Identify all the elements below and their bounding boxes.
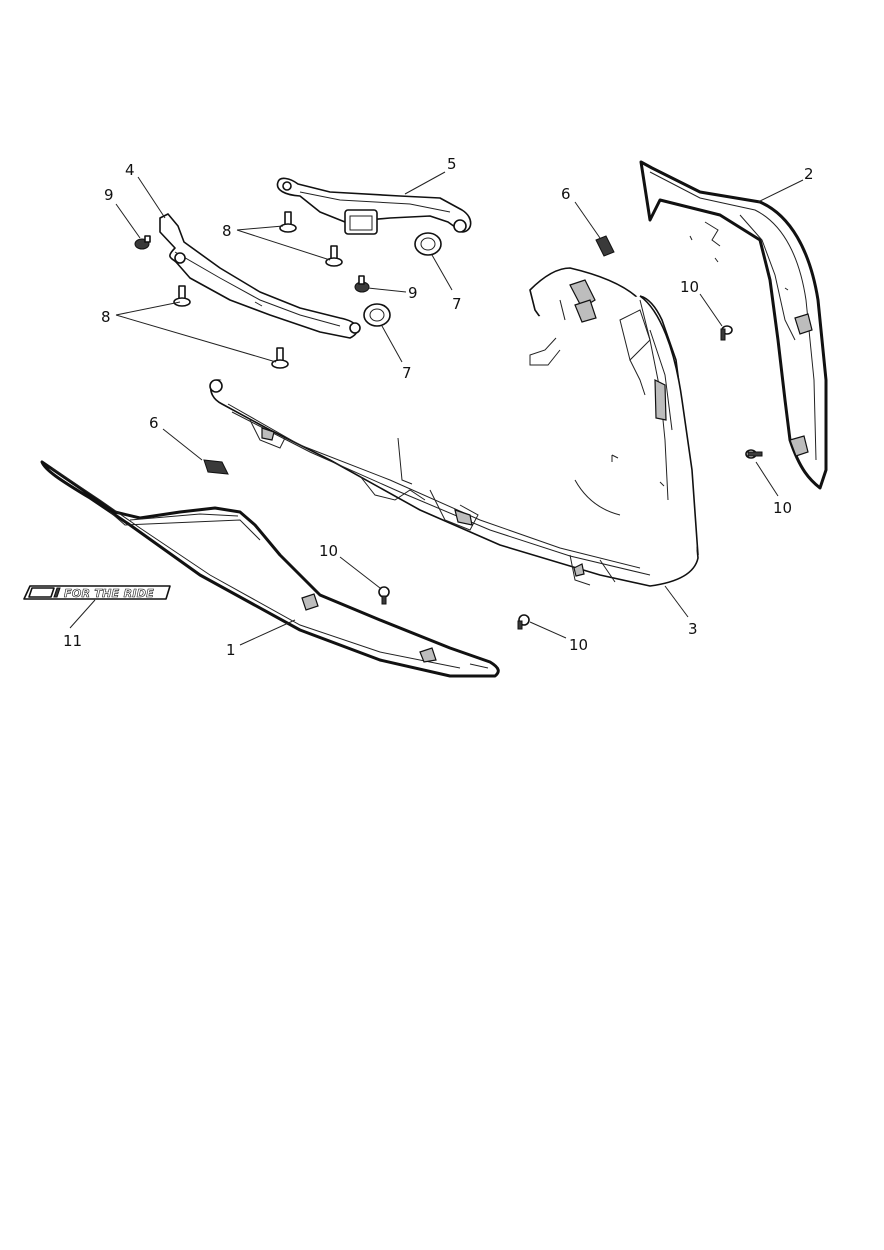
fastener-part-10-d: [517, 614, 530, 630]
callout-9-upper: 9: [104, 186, 114, 204]
callout-7-upper: 7: [452, 295, 462, 313]
trim-strip-part-1: [40, 460, 500, 678]
callout-11: 11: [63, 632, 82, 650]
bolt-part-8-d: [271, 347, 289, 369]
fastener-part-10-a: [720, 325, 733, 341]
screw-part-9-a: [134, 235, 151, 250]
lower-fairing-part-3: [209, 267, 699, 587]
grommet-part-7-upper: [414, 232, 442, 256]
decal-part-11: FOR THE RIDE: [23, 585, 171, 600]
callout-8-lower: 8: [101, 308, 111, 326]
bolt-part-8-a: [279, 211, 297, 233]
bolt-part-8-c: [173, 285, 191, 307]
callout-10-center: 10: [319, 542, 338, 560]
callout-1: 1: [226, 641, 236, 659]
grommet-part-7-lower: [363, 303, 391, 327]
callout-labels: 4 5 2 9 8 6 7 9 10 8 7 6 10 10 3 10 11 1: [63, 155, 814, 659]
callout-6-lower: 6: [149, 414, 159, 432]
callout-10-lower: 10: [569, 636, 588, 654]
bracket-part-4: [159, 213, 361, 339]
callout-10-right: 10: [773, 499, 792, 517]
callout-6-upper: 6: [561, 185, 571, 203]
bracket-part-5: [276, 177, 472, 235]
clip-part-6-lower: [203, 459, 229, 475]
callout-7-lower: 7: [402, 364, 412, 382]
bolt-part-8-b: [325, 245, 343, 267]
callout-4: 4: [125, 161, 135, 179]
leader-lines: [69, 171, 804, 646]
screw-part-9-b: [354, 275, 370, 293]
callout-9-lower: 9: [408, 284, 418, 302]
clip-part-6-upper: [595, 235, 615, 257]
callout-5: 5: [447, 155, 457, 173]
callout-8-upper: 8: [222, 222, 232, 240]
side-panel-part-2: [639, 160, 828, 490]
callout-3: 3: [688, 620, 698, 638]
callout-2: 2: [804, 165, 814, 183]
decal-text: FOR THE RIDE: [64, 587, 154, 600]
callout-10-upper-right: 10: [680, 278, 699, 296]
fastener-part-10-c: [378, 586, 390, 605]
fastener-part-10-b: [745, 449, 763, 459]
